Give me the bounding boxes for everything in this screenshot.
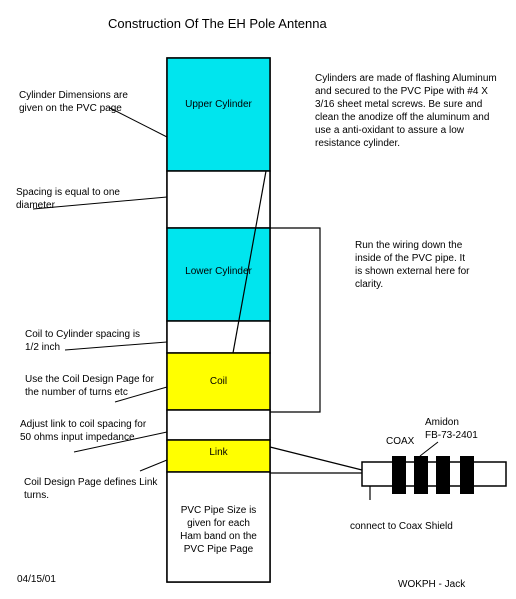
note-cylinder-dims: Cylinder Dimensions are given on the PVC… [19, 90, 128, 114]
leader-link-turns [139, 459, 168, 472]
lower-wire [270, 227, 321, 413]
leader-cylinder-dims [109, 107, 168, 138]
spacing-section [166, 170, 271, 229]
leader-coil-design [114, 386, 168, 403]
pvc-section [166, 471, 271, 583]
link-block [166, 439, 271, 473]
link-label: Link [209, 447, 228, 458]
pvc-label: PVC Pipe Size is given for each Ham band… [180, 505, 257, 555]
coil-label: Coil [209, 376, 228, 387]
note-amidon: Amidon FB-73-2401 [425, 417, 478, 441]
note-wiring: Run the wiring down the inside of the PV… [355, 240, 470, 290]
note-coil-design: Use the Coil Design Page for the number … [25, 374, 154, 398]
note-adjust-link: Adjust link to coil spacing for 50 ohms … [20, 419, 147, 443]
ferrite-bead-4 [460, 456, 474, 494]
coil-spacing-section [166, 320, 271, 354]
author-label: WOKPH - Jack [398, 579, 466, 590]
page-title: Construction Of The EH Pole Antenna [108, 16, 327, 31]
leader-coil-spacing [64, 341, 168, 351]
link-wire-top [269, 446, 363, 471]
ferrite-bead-3 [436, 456, 450, 494]
upper-cylinder-label: Upper Cylinder [185, 99, 252, 110]
note-cylinders-made: Cylinders are made of flashing Aluminum … [315, 73, 497, 149]
date-label: 04/15/01 [17, 574, 56, 585]
lower-cylinder-label: Lower Cylinder [185, 266, 252, 277]
coax-label: COAX [386, 436, 415, 447]
leader-adjust-link [73, 431, 168, 453]
note-coil-spacing: Coil to Cylinder spacing is 1/2 inch [25, 329, 141, 353]
coil-block [166, 352, 271, 411]
ferrite-bead-2 [414, 456, 428, 494]
leader-spacing [32, 196, 168, 210]
leader-amidon [419, 441, 439, 457]
note-shield: connect to Coax Shield [350, 521, 453, 532]
note-link-turns: Coil Design Page defines Link turns. [24, 477, 158, 501]
note-spacing: Spacing is equal to one diameter [16, 187, 120, 211]
coax-cable [361, 461, 507, 487]
link-spacing-section [166, 409, 271, 441]
upper-wire [232, 170, 267, 354]
upper-cylinder [166, 57, 271, 172]
ferrite-bead-1 [392, 456, 406, 494]
